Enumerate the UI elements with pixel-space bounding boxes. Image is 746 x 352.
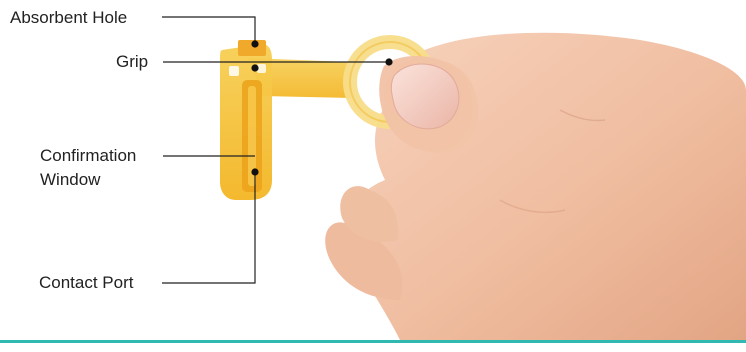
bottom-accent-rule: [0, 340, 746, 343]
label-confirmation-window-line1: Confirmation: [40, 146, 136, 166]
label-absorbent-hole: Absorbent Hole: [10, 8, 127, 28]
dot-absorbent-hole: [251, 40, 258, 47]
dot-contact-port: [251, 168, 258, 175]
dot-grip-strip: [251, 64, 258, 71]
dot-grip: [385, 58, 392, 65]
label-grip: Grip: [116, 52, 148, 72]
label-confirmation-window-line2: Window: [40, 170, 100, 190]
label-contact-port: Contact Port: [39, 273, 134, 293]
leader-absorbent-hole: [162, 17, 255, 44]
